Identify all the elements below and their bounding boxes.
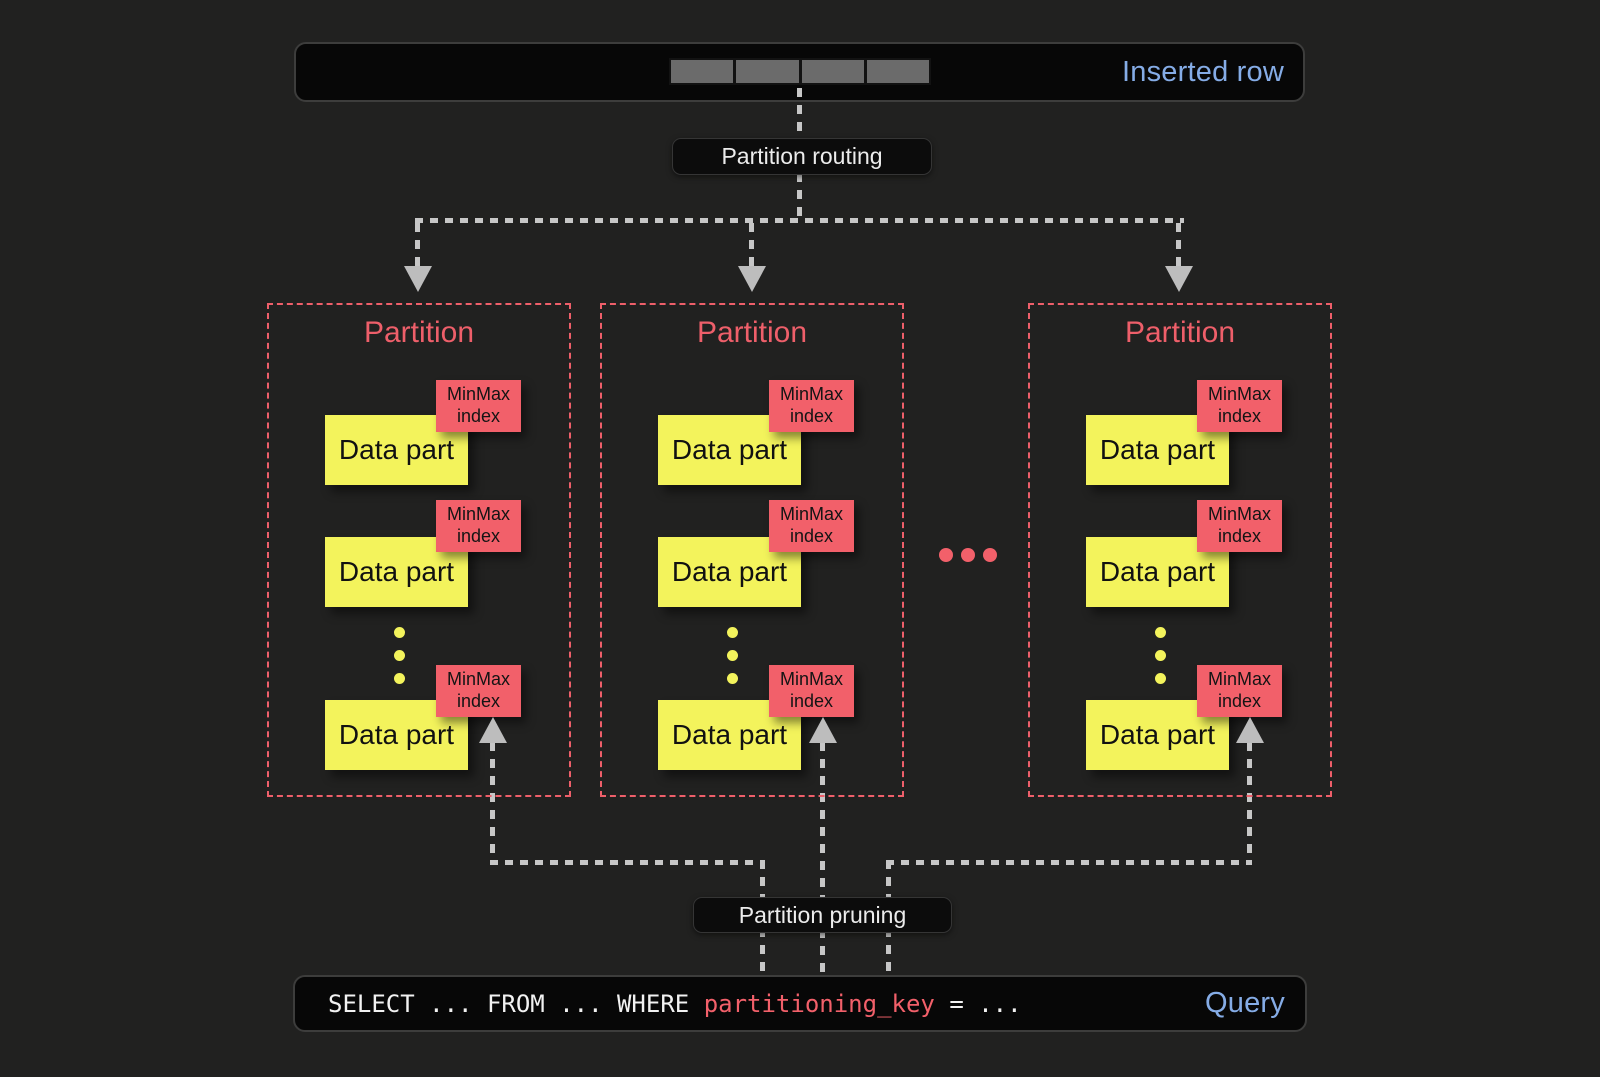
sql-partitioning-key: partitioning_key [703, 989, 935, 1018]
sql-select-fragment: SELECT ... FROM ... WHERE [328, 989, 704, 1018]
routing-fanout-line [415, 218, 1184, 223]
stack-ellipsis-dot [1155, 650, 1166, 661]
stack-ellipsis-dot [727, 673, 738, 684]
minmax-index-tag: MinMax index [436, 380, 521, 432]
arrow-down-icon [1165, 266, 1193, 292]
partition-routing-label: Partition routing [672, 138, 932, 175]
arrow-down-icon [404, 266, 432, 292]
stack-ellipsis-dot [394, 650, 405, 661]
stack-ellipsis-dot [1155, 673, 1166, 684]
minmax-index-tag: MinMax index [1197, 500, 1282, 552]
partition-ellipsis-dot [983, 548, 997, 562]
stack-ellipsis-dot [1155, 627, 1166, 638]
minmax-index-tag: MinMax index [769, 500, 854, 552]
partition-pruning-label: Partition pruning [693, 897, 952, 933]
arrow-up-icon [1236, 717, 1264, 743]
pruning-line [886, 860, 1252, 865]
partition-box-1: Partition MinMax index Data part MinMax … [267, 303, 571, 797]
arrow-down-icon [738, 266, 766, 292]
inserted-row-segment-bar [669, 58, 931, 85]
pruning-line [490, 742, 495, 863]
pruning-line [490, 860, 765, 865]
partition-title: Partition [363, 316, 475, 349]
partition-ellipsis-dot [939, 548, 953, 562]
sql-equals-fragment: = ... [934, 989, 1022, 1018]
partition-ellipsis-dot [961, 548, 975, 562]
query-label: Query [1205, 987, 1285, 1019]
minmax-index-tag: MinMax index [436, 500, 521, 552]
routing-drop-line [1176, 223, 1181, 266]
arrow-up-icon [809, 717, 837, 743]
stack-ellipsis-dot [727, 650, 738, 661]
routing-drop-line [749, 223, 754, 266]
query-box: SELECT ... FROM ... WHERE partitioning_k… [293, 975, 1307, 1032]
stack-ellipsis-dot [394, 627, 405, 638]
partition-title: Partition [1124, 316, 1236, 349]
minmax-index-tag: MinMax index [1197, 665, 1282, 717]
minmax-index-tag: MinMax index [769, 665, 854, 717]
minmax-index-tag: MinMax index [436, 665, 521, 717]
pruning-line [1247, 742, 1252, 863]
minmax-index-tag: MinMax index [1197, 380, 1282, 432]
partition-title: Partition [696, 316, 808, 349]
row-segment [671, 60, 734, 83]
inserted-row-label: Inserted row [1122, 55, 1284, 88]
minmax-index-tag: MinMax index [769, 380, 854, 432]
partition-pruning-text: Partition pruning [738, 901, 907, 928]
row-segment [866, 60, 929, 83]
partition-routing-text: Partition routing [721, 143, 883, 169]
sql-text: SELECT ... FROM ... WHERE partitioning_k… [328, 990, 1022, 1018]
arrow-up-icon [479, 717, 507, 743]
data-part-box: Data part [658, 415, 801, 485]
partition-box-3: Partition MinMax index Data part MinMax … [1028, 303, 1332, 797]
pruning-line [820, 742, 825, 975]
row-segment [736, 60, 799, 83]
stack-ellipsis-dot [727, 627, 738, 638]
data-part-box: Data part [1086, 700, 1229, 770]
partition-box-2: Partition MinMax index Data part MinMax … [600, 303, 904, 797]
routing-drop-line [415, 223, 420, 266]
row-segment [801, 60, 864, 83]
stack-ellipsis-dot [394, 673, 405, 684]
